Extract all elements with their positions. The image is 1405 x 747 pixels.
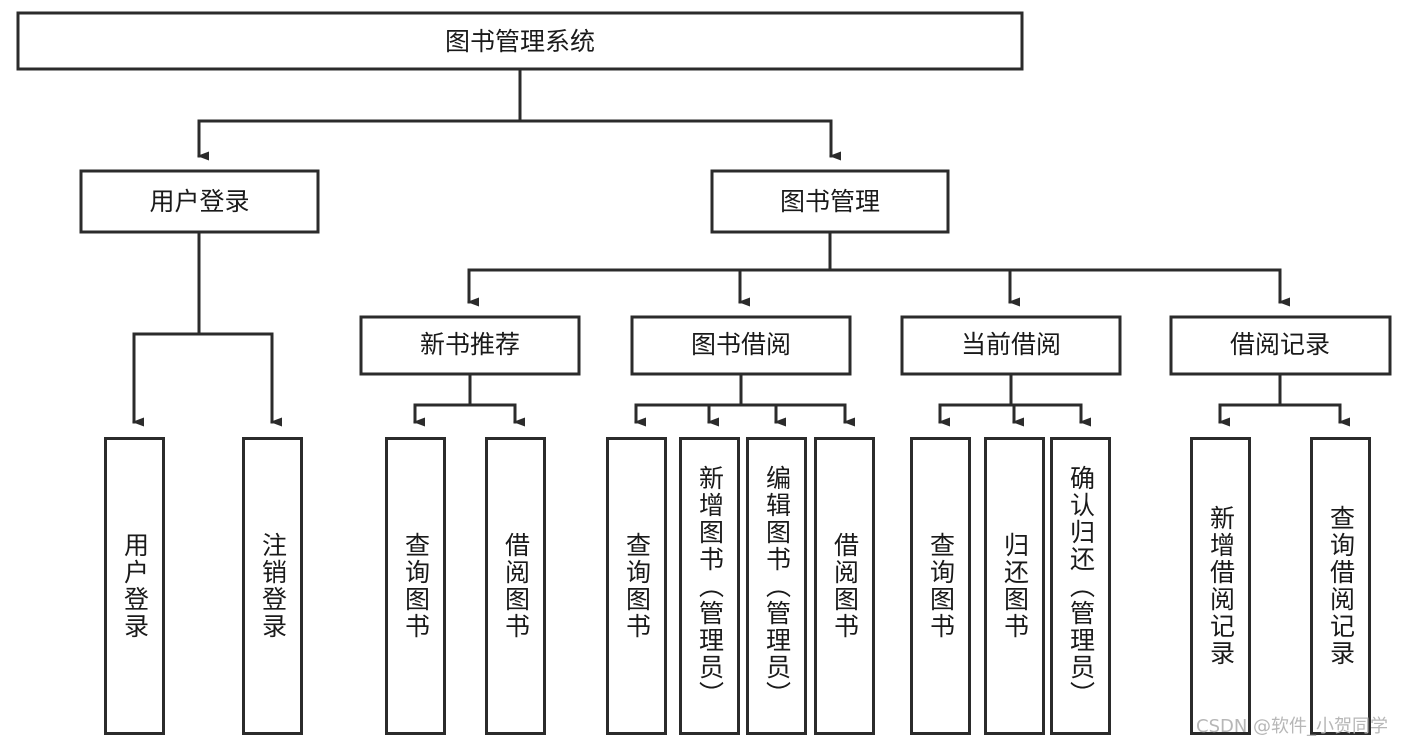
- node-user-login-label: 用户登录: [149, 187, 249, 216]
- node-borrow-record-label: 借阅记录: [1230, 330, 1330, 359]
- node-user-login[interactable]: 用户登录: [79, 169, 320, 234]
- connector-book-borrow-to-leaves: [634, 372, 855, 427]
- leaf-borrow-book-1[interactable]: 借阅图书: [485, 437, 546, 735]
- leaf-borrow-book-2[interactable]: 借阅图书: [814, 437, 875, 735]
- connector-new-book-rec-to-leaves: [413, 372, 525, 427]
- node-book-borrow-label: 图书借阅: [691, 330, 791, 359]
- connector-root-to-level2: [197, 67, 841, 161]
- connector-book-manage-to-level3: [467, 230, 1290, 307]
- leaf-borrow-book-1-label: 借阅图书: [501, 532, 531, 640]
- leaf-query-book-3[interactable]: 查询图书: [910, 437, 971, 735]
- leaf-return-book-label: 归还图书: [1000, 532, 1030, 640]
- node-current-borrow[interactable]: 当前借阅: [900, 315, 1122, 376]
- leaf-query-record-label: 查询借阅记录: [1326, 505, 1356, 667]
- leaf-borrow-book-2-label: 借阅图书: [830, 532, 860, 640]
- connector-borrow-record-to-leaves: [1218, 372, 1350, 427]
- leaf-query-book-2-label: 查询图书: [622, 532, 652, 640]
- node-new-book-rec[interactable]: 新书推荐: [359, 315, 581, 376]
- node-book-manage-label: 图书管理: [780, 187, 880, 216]
- leaf-query-record[interactable]: 查询借阅记录: [1310, 437, 1371, 735]
- node-book-borrow[interactable]: 图书借阅: [630, 315, 852, 376]
- node-current-borrow-label: 当前借阅: [961, 330, 1061, 359]
- node-new-book-rec-label: 新书推荐: [420, 330, 520, 359]
- leaf-query-book-2[interactable]: 查询图书: [606, 437, 667, 735]
- leaf-user-login[interactable]: 用户登录: [104, 437, 165, 735]
- leaf-user-login-label: 用户登录: [120, 532, 150, 640]
- leaf-add-record-label: 新增借阅记录: [1206, 505, 1236, 667]
- leaf-add-record[interactable]: 新增借阅记录: [1190, 437, 1251, 735]
- leaf-logout-label: 注销登录: [258, 532, 288, 640]
- node-borrow-record[interactable]: 借阅记录: [1169, 315, 1392, 376]
- connector-current-borrow-to-leaves: [938, 372, 1091, 427]
- leaf-confirm-return-label: 确认归还（管理员）: [1066, 464, 1096, 708]
- leaf-edit-book-label: 编辑图书（管理员）: [762, 464, 792, 708]
- node-root[interactable]: 图书管理系统: [16, 11, 1024, 71]
- leaf-query-book-3-label: 查询图书: [926, 532, 956, 640]
- node-root-label: 图书管理系统: [445, 27, 595, 56]
- leaf-query-book-1-label: 查询图书: [401, 532, 431, 640]
- leaf-logout[interactable]: 注销登录: [242, 437, 303, 735]
- leaf-return-book[interactable]: 归还图书: [984, 437, 1045, 735]
- leaf-edit-book[interactable]: 编辑图书（管理员）: [746, 437, 807, 735]
- node-book-manage[interactable]: 图书管理: [710, 169, 950, 234]
- connector-user-login-to-leaves: [132, 230, 282, 427]
- leaf-confirm-return[interactable]: 确认归还（管理员）: [1050, 437, 1111, 735]
- leaf-query-book-1[interactable]: 查询图书: [385, 437, 446, 735]
- leaf-add-book-label: 新增图书（管理员）: [695, 464, 725, 708]
- leaf-add-book[interactable]: 新增图书（管理员）: [679, 437, 740, 735]
